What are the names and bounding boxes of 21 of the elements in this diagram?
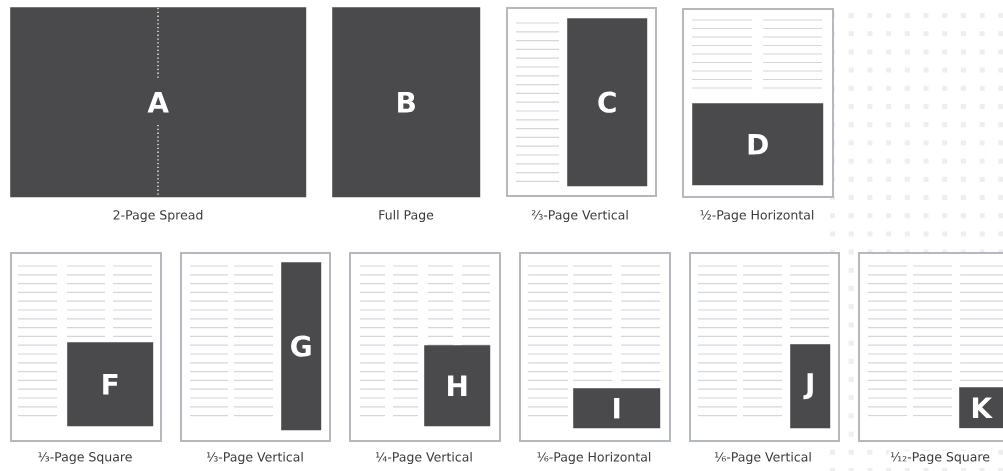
node-label: Full Page xyxy=(377,208,435,224)
node-label: ⅓-Page Square xyxy=(36,451,134,465)
node-label: ⅙-Page Horizontal xyxy=(535,450,653,466)
node-label: ⅙-Page Vertical xyxy=(713,450,813,466)
ad-block: A xyxy=(10,7,307,198)
ad-block: H xyxy=(424,345,491,427)
node-label: ¹⁄₁₂-Page Square xyxy=(889,451,991,465)
page-frame xyxy=(858,252,1003,442)
node-label: 2-Page Spread xyxy=(111,208,205,224)
node-label: ½-Page Horizontal xyxy=(698,208,816,224)
ad-block: B xyxy=(332,7,481,198)
ad-block: I xyxy=(573,388,661,429)
node-label: ⅔-Page Vertical xyxy=(530,208,630,224)
ad-block: F xyxy=(67,342,154,427)
node-label: ⅓-Page Vertical xyxy=(205,450,305,466)
node-label: ¼-Page Vertical xyxy=(374,450,474,466)
ad-block: G xyxy=(281,262,322,431)
ad-block: J xyxy=(790,344,831,429)
ad-block: C xyxy=(567,18,648,187)
ad-block: K xyxy=(959,387,1003,429)
ad-block: D xyxy=(692,103,824,186)
